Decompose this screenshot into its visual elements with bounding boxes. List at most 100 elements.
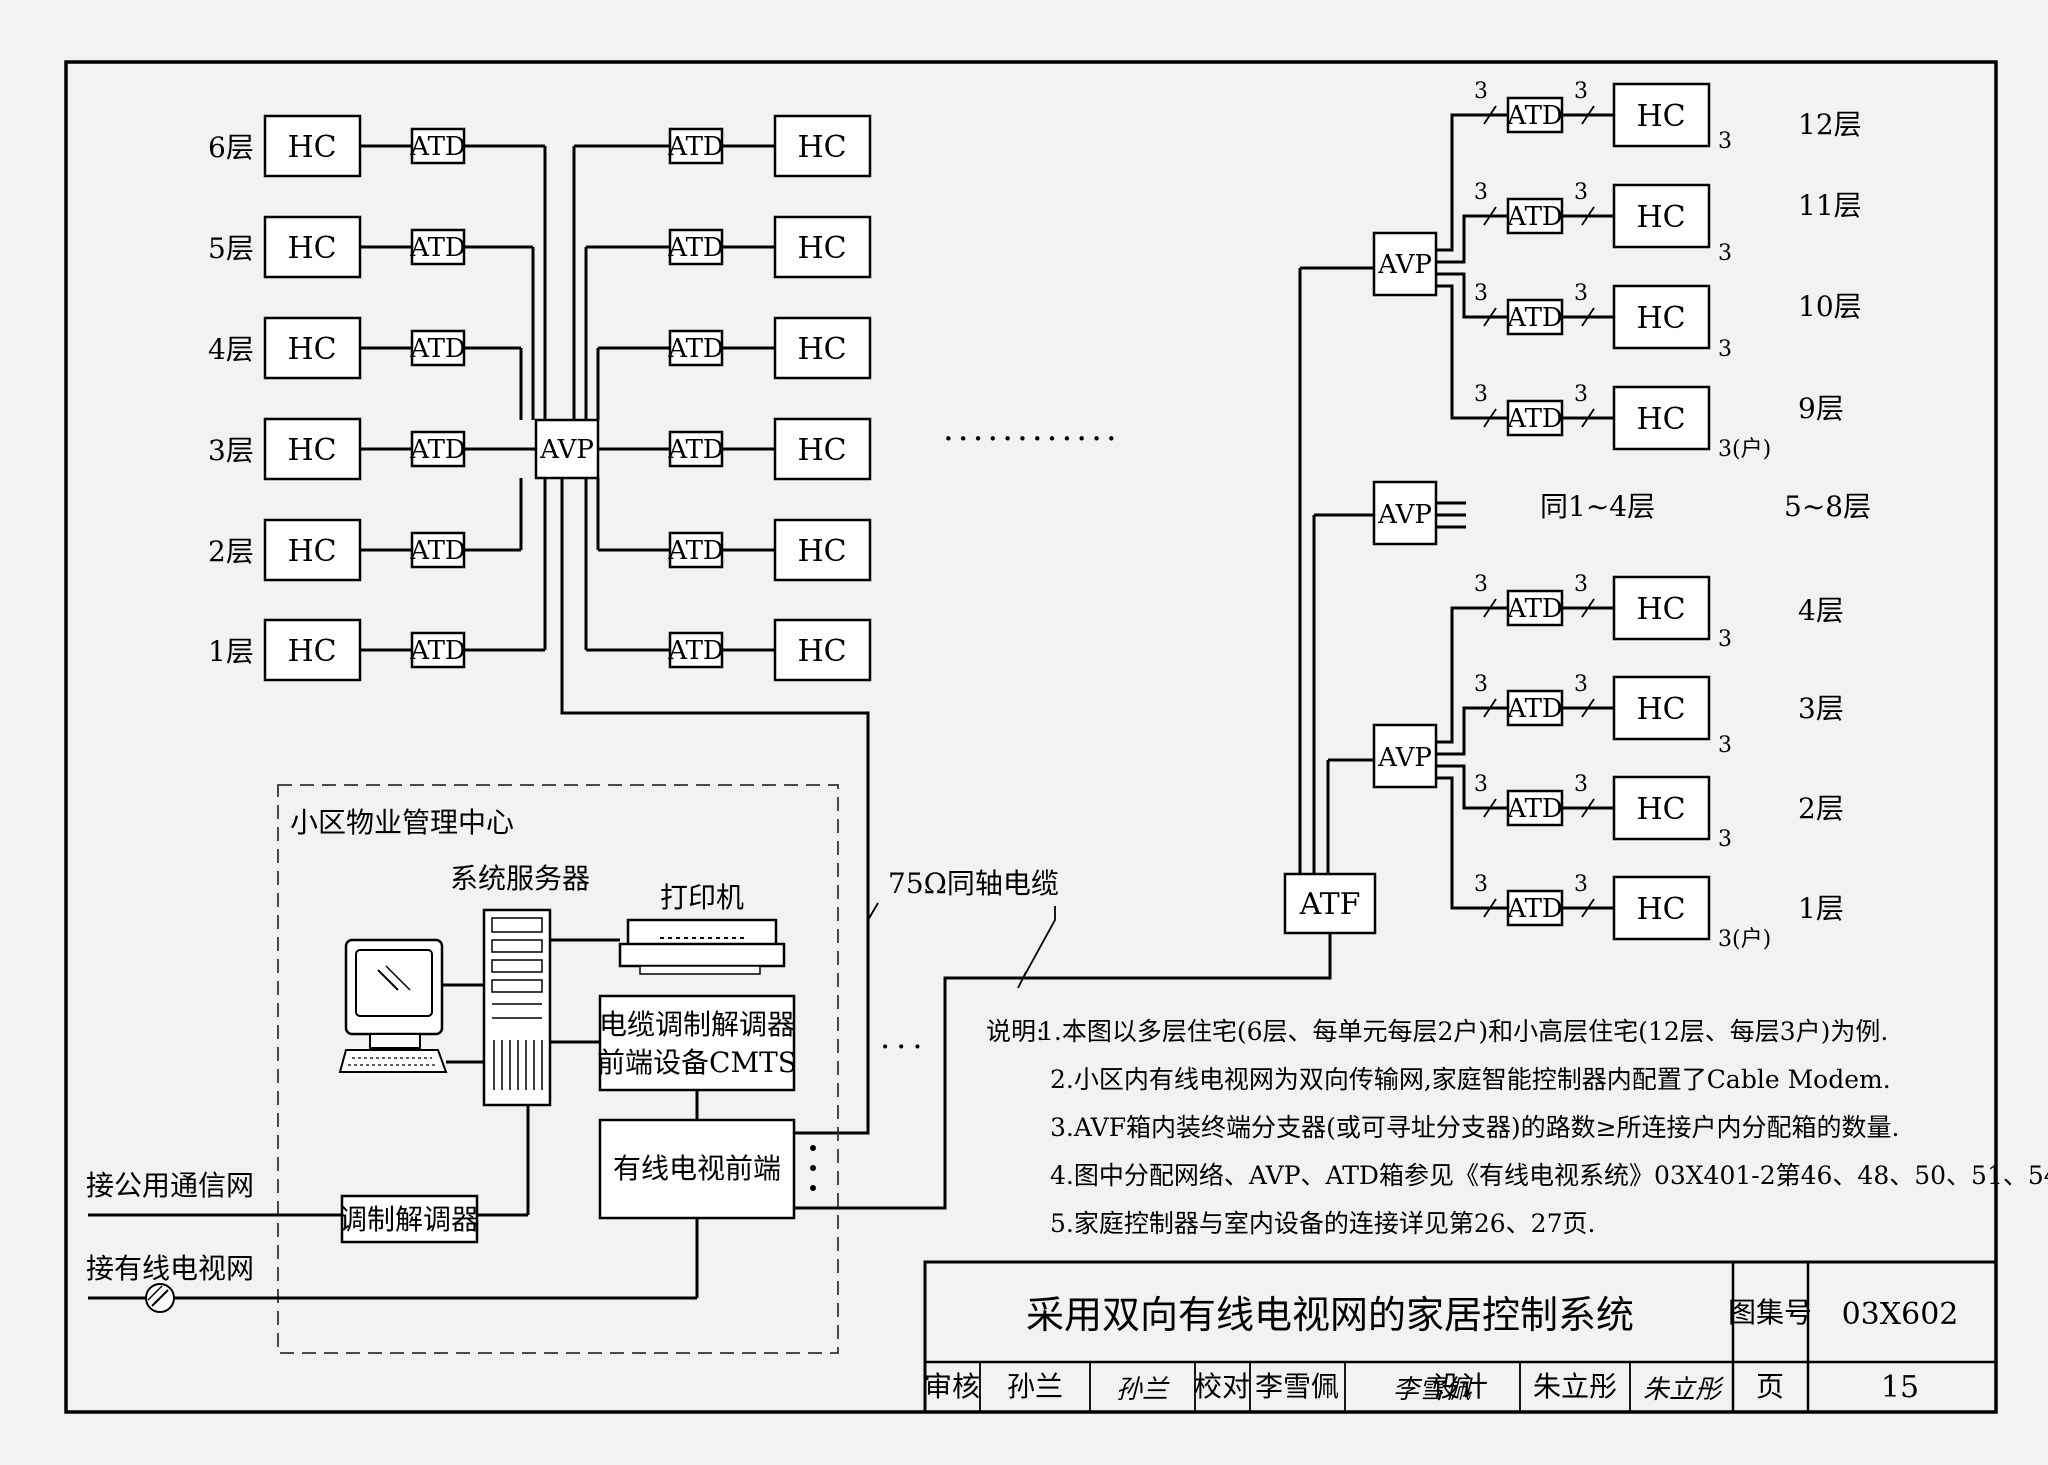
household-count: 3(户) bbox=[1718, 927, 1771, 952]
checker-signature: 李雪佩 bbox=[1393, 1375, 1473, 1405]
floor-label: 4层 bbox=[1798, 594, 1844, 627]
design-label: 设计 bbox=[1432, 1370, 1488, 1403]
continuation-ellipsis: ............ bbox=[943, 409, 1121, 449]
atd-label: ATD bbox=[667, 636, 724, 666]
atd-box bbox=[1506, 789, 1564, 827]
computer-monitor-icon bbox=[344, 938, 444, 1049]
wire-count: 3 bbox=[1574, 772, 1588, 797]
avp-box bbox=[1372, 231, 1438, 297]
printer-icon bbox=[618, 918, 786, 975]
hc-box bbox=[1612, 284, 1711, 350]
hc-box bbox=[1612, 775, 1711, 841]
atd-label: ATD bbox=[409, 636, 466, 666]
atd-label: ATD bbox=[667, 536, 724, 566]
atd-box bbox=[410, 329, 466, 367]
floor-label: 9层 bbox=[1798, 392, 1844, 425]
atd-label: ATD bbox=[1506, 101, 1563, 131]
designer-name: 朱立彤 bbox=[1533, 1370, 1617, 1403]
atd-box bbox=[668, 127, 724, 165]
designer-signature: 朱立彤 bbox=[1643, 1375, 1724, 1405]
atd-label: ATD bbox=[667, 132, 724, 162]
check-label: 校对 bbox=[1194, 1370, 1250, 1403]
note-item: 3.AVF箱内装终端分支器(或可寻址分支器)的路数≥所连接户内分配箱的数量. bbox=[1050, 1113, 1899, 1142]
hc-box bbox=[773, 417, 872, 481]
hc-label: HC bbox=[1636, 99, 1685, 134]
atd-box bbox=[1506, 298, 1564, 336]
atf-label: ATF bbox=[1299, 887, 1361, 922]
floor-label: 3层 bbox=[1798, 692, 1844, 725]
wire-count: 3 bbox=[1474, 79, 1488, 104]
cmts-box bbox=[598, 994, 796, 1092]
atd-label: ATD bbox=[1506, 404, 1563, 434]
floor-label: 5~8层 bbox=[1784, 490, 1871, 523]
hc-box bbox=[773, 518, 872, 582]
drawing-title: 采用双向有线电视网的家居控制系统 bbox=[1026, 1293, 1634, 1337]
atd-label: ATD bbox=[409, 233, 466, 263]
checker-name: 李雪佩 bbox=[1255, 1370, 1339, 1403]
hc-label: HC bbox=[797, 332, 846, 367]
wire-count: 3 bbox=[1574, 281, 1588, 306]
wire-count: 3 bbox=[1574, 382, 1588, 407]
continuation-ellipsis-small: ... bbox=[880, 1018, 929, 1056]
atd-box bbox=[668, 329, 724, 367]
floor-label: 1层 bbox=[208, 635, 254, 668]
hc-box bbox=[773, 316, 872, 380]
hc-label: HC bbox=[797, 130, 846, 165]
right-building: AVP AVP AVP ATF ATD ATD ATD ATD ATD ATD … bbox=[1283, 79, 1871, 952]
cmts-label-line1: 电缆调制解调器 bbox=[599, 1008, 795, 1041]
avp-label: AVP bbox=[539, 435, 594, 465]
hc-label: HC bbox=[1636, 692, 1685, 727]
atd-box bbox=[668, 430, 724, 468]
hc-box bbox=[263, 417, 362, 481]
hc-box bbox=[1612, 575, 1711, 641]
avp-box bbox=[534, 418, 600, 480]
hc-label: HC bbox=[287, 130, 336, 165]
printer-label: 打印机 bbox=[660, 881, 744, 914]
hc-label: HC bbox=[1636, 892, 1685, 927]
catv-headend-label: 有线电视前端 bbox=[613, 1152, 781, 1185]
catv-network-connector-icon bbox=[145, 1283, 175, 1313]
floor-label: 1层 bbox=[1798, 892, 1844, 925]
floor-label: 3层 bbox=[208, 434, 254, 467]
atlas-no: 03X602 bbox=[1842, 1297, 1959, 1332]
atd-label: ATD bbox=[667, 334, 724, 364]
floor-label: 12层 bbox=[1798, 108, 1862, 141]
household-count: 3 bbox=[1718, 827, 1732, 852]
hc-label: HC bbox=[1636, 402, 1685, 437]
notes: 说明: 1.本图以多层住宅(6层、每单元每层2户)和小高层住宅(12层、每层3户… bbox=[986, 1017, 2048, 1238]
atd-label: ATD bbox=[667, 435, 724, 465]
cmts-label-line2: 前端设备CMTS bbox=[597, 1046, 797, 1079]
household-count: 3 bbox=[1718, 733, 1732, 758]
server-label: 系统服务器 bbox=[450, 862, 590, 895]
wire-count: 3 bbox=[1474, 382, 1488, 407]
atd-box bbox=[410, 228, 466, 266]
page-label: 页 bbox=[1756, 1370, 1784, 1403]
household-count: 3 bbox=[1718, 337, 1732, 362]
reviewer-signature: 孙兰 bbox=[1116, 1375, 1170, 1405]
avp-box bbox=[1372, 723, 1438, 789]
floor-label: 2层 bbox=[1798, 792, 1844, 825]
hc-label: HC bbox=[1636, 301, 1685, 336]
note-item: 1.本图以多层住宅(6层、每单元每层2户)和小高层住宅(12层、每层3户)为例. bbox=[1038, 1017, 1888, 1046]
atd-label: ATD bbox=[1506, 694, 1563, 724]
atd-box bbox=[1506, 689, 1564, 727]
atd-box bbox=[668, 531, 724, 569]
atf-box bbox=[1283, 872, 1377, 935]
hc-box bbox=[1612, 675, 1711, 741]
atd-label: ATD bbox=[1506, 894, 1563, 924]
wire-count: 3 bbox=[1474, 872, 1488, 897]
atlas-no-label: 图集号 bbox=[1728, 1296, 1812, 1329]
hc-label: HC bbox=[287, 534, 336, 569]
hc-box bbox=[1612, 82, 1711, 148]
catv-headend-box bbox=[598, 1118, 796, 1220]
hc-box bbox=[263, 316, 362, 380]
hc-box bbox=[263, 114, 362, 178]
coax-cable-callout: 75Ω同轴电缆 ... bbox=[867, 867, 1059, 1056]
atd-label: ATD bbox=[1506, 794, 1563, 824]
title-block: 采用双向有线电视网的家居控制系统 图集号 03X602 审核 孙兰 孙兰 校对 … bbox=[923, 1260, 1998, 1414]
left-building-wiring bbox=[360, 144, 870, 1135]
hc-label: HC bbox=[287, 634, 336, 669]
wire-count: 3 bbox=[1474, 772, 1488, 797]
